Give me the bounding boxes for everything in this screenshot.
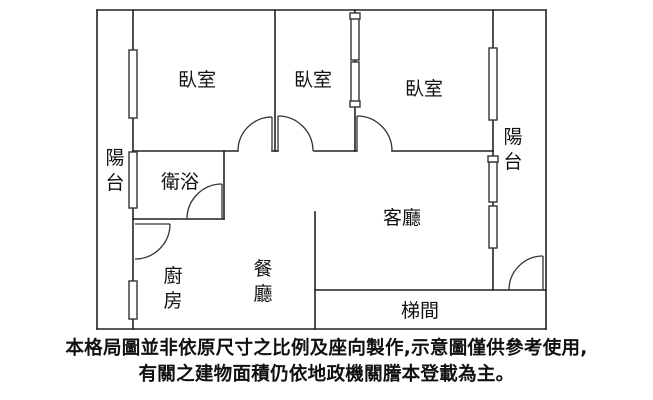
svg-text:餐: 餐 bbox=[253, 258, 272, 280]
door-bathroom bbox=[186, 183, 223, 220]
room-label-living-room: 客廳 bbox=[383, 207, 421, 229]
svg-text:台: 台 bbox=[503, 151, 522, 173]
room-label-bedroom-2: 臥室 bbox=[294, 69, 332, 91]
window-frame-bedroom-3-top bbox=[349, 12, 361, 20]
door-bedroom-3 bbox=[356, 115, 393, 152]
window-right-living-a bbox=[488, 161, 498, 203]
room-label-kitchen: 廚 房 bbox=[163, 264, 182, 312]
window-right-living-b bbox=[488, 205, 498, 249]
room-label-balcony-left: 陽 台 bbox=[105, 147, 124, 194]
disclaimer: 本格局圖並非依原尺寸之比例及座向製作,示意圖僅供參考使用, 有關之建物面積仍依地… bbox=[0, 336, 653, 388]
door-entrance bbox=[508, 255, 544, 291]
disclaimer-line-2: 有關之建物面積仍依地政機關謄本登載為主。 bbox=[138, 364, 515, 385]
room-label-bathroom: 衛浴 bbox=[161, 171, 199, 193]
door-bedroom-2 bbox=[277, 115, 314, 152]
room-label-balcony-right: 陽 台 bbox=[503, 126, 522, 173]
door-bedroom-1 bbox=[237, 116, 273, 152]
window-bedroom-3-a bbox=[350, 17, 360, 61]
room-label-bedroom-3: 臥室 bbox=[405, 78, 443, 100]
window-bedroom-3-b bbox=[350, 61, 360, 105]
svg-text:廚: 廚 bbox=[163, 264, 182, 287]
svg-text:台: 台 bbox=[105, 172, 124, 194]
window-frame-bedroom-3-bottom bbox=[349, 100, 361, 108]
window-left-kitchen bbox=[128, 280, 138, 320]
svg-text:陽: 陽 bbox=[105, 147, 124, 169]
window-left-bedroom bbox=[128, 49, 138, 119]
window-left-bathroom bbox=[128, 151, 138, 209]
disclaimer-line-1: 本格局圖並非依原尺寸之比例及座向製作,示意圖僅供參考使用, bbox=[65, 338, 588, 359]
window-right-bedroom bbox=[488, 47, 498, 121]
svg-text:房: 房 bbox=[163, 290, 182, 312]
door-kitchen bbox=[134, 223, 171, 260]
room-label-stairwell: 梯間 bbox=[401, 300, 439, 322]
svg-text:陽: 陽 bbox=[503, 126, 522, 148]
room-label-dining: 餐 廳 bbox=[253, 258, 272, 305]
svg-text:廳: 廳 bbox=[253, 283, 272, 305]
room-label-bedroom-1: 臥室 bbox=[178, 69, 216, 91]
window-frame-right bbox=[487, 155, 499, 163]
